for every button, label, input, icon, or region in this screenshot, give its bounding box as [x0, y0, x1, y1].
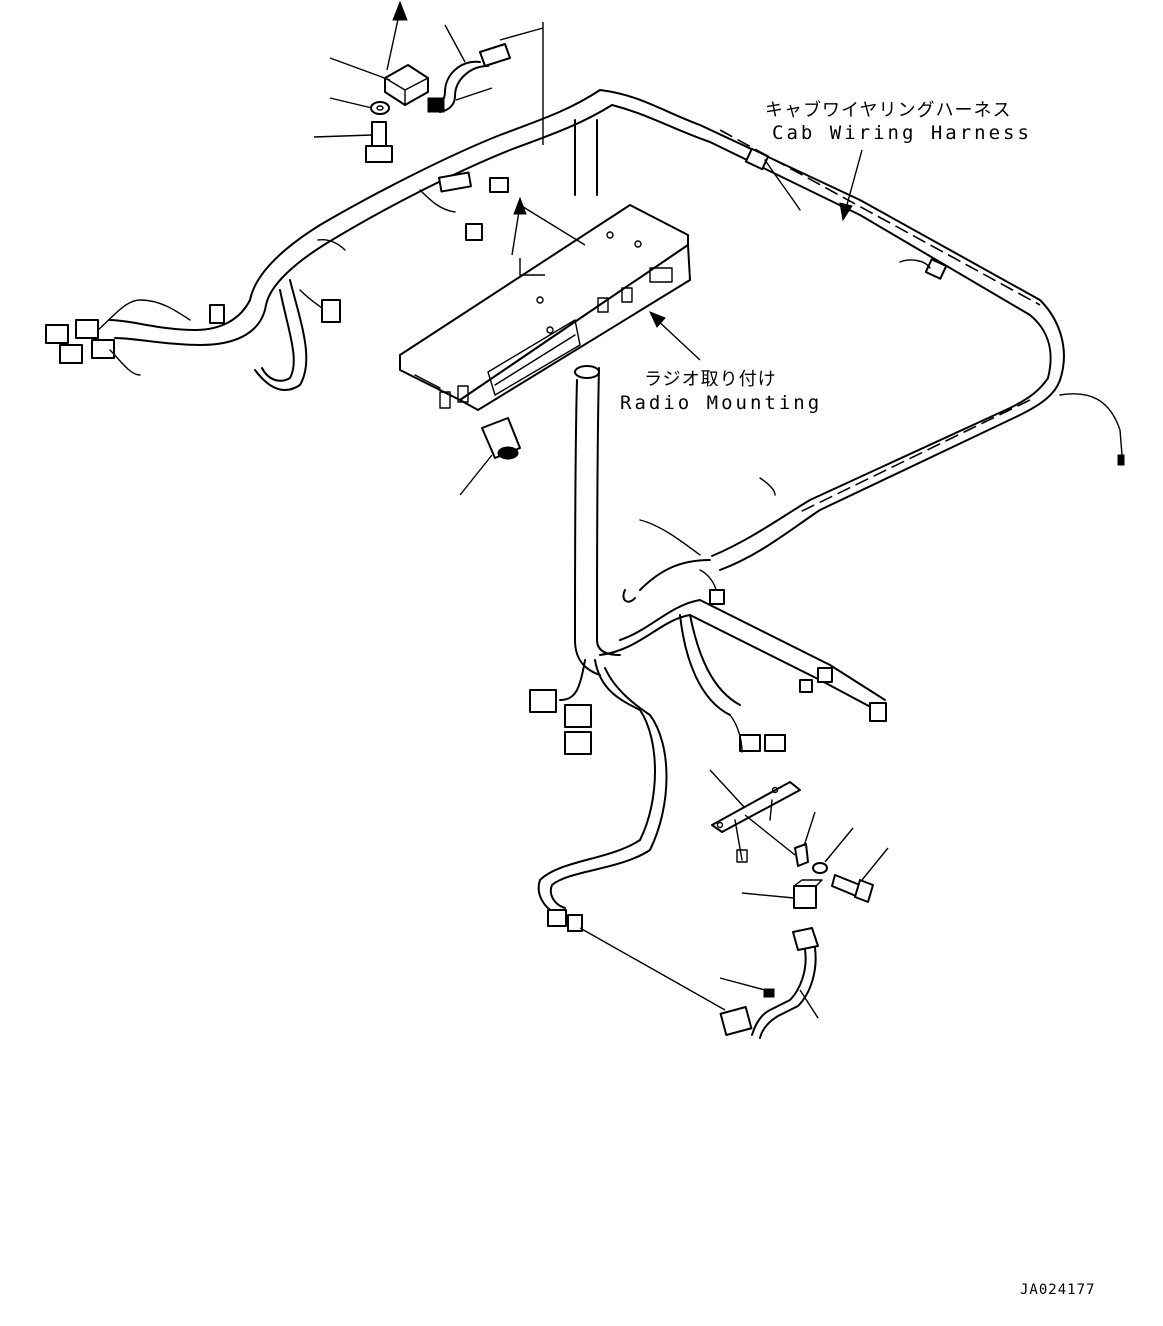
radio-mounting-bracket [399, 196, 691, 411]
cab-harness-label-jp: キャブワイヤリングハーネス [765, 100, 1012, 121]
cab-harness-roof-loop [599, 89, 1125, 571]
radio-mounting-label-en: Radio Mounting [620, 392, 823, 414]
harness-left-run [45, 89, 613, 391]
drawing-id: JA024177 [1020, 1282, 1096, 1298]
relay-bracket-parts [709, 769, 889, 1039]
radio-connector [459, 417, 521, 496]
radio-leader [649, 311, 701, 361]
upper-parts [313, 0, 544, 163]
cab-harness-label-en: Cab Wiring Harness [772, 122, 1032, 144]
harness-vertical-trunk [529, 119, 887, 1011]
cab-harness-leader [839, 149, 863, 222]
radio-mounting-label-jp: ラジオ取り付け [644, 369, 777, 390]
